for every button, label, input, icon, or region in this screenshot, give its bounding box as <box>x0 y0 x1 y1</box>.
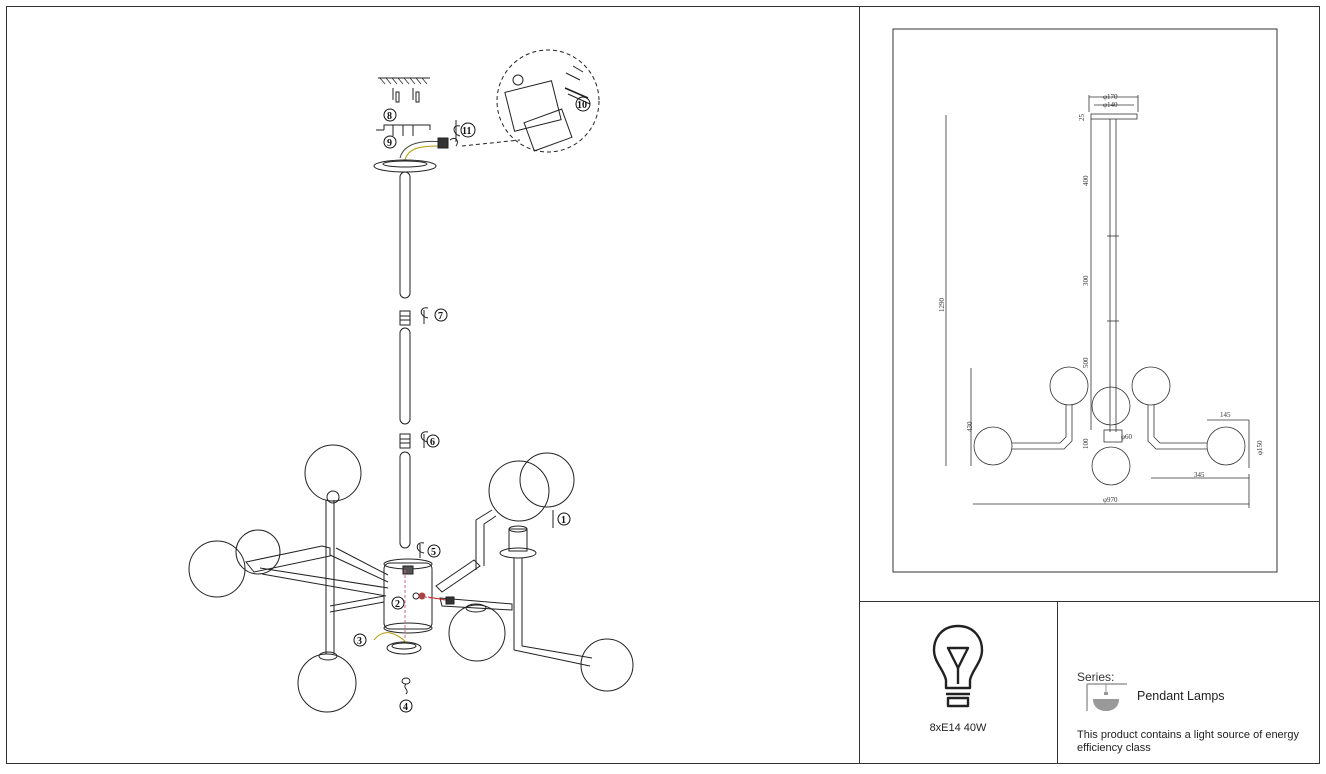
pendant-lamp-icon <box>1086 683 1127 711</box>
step-9: 9 <box>387 138 392 149</box>
divider-horizontal <box>859 601 1320 602</box>
dim-rod-mid: 300 <box>1082 275 1090 286</box>
dim-body-height: 430 <box>966 421 974 432</box>
step-11: 11 <box>462 126 471 137</box>
step-10: 10 <box>577 100 587 111</box>
dim-arm-short: 145 <box>1220 411 1231 419</box>
dim-rod-top: 400 <box>1082 175 1090 186</box>
dim-canopy-height: 25 <box>1078 114 1086 122</box>
step-1: 1 <box>561 515 566 526</box>
dim-total-height: 1290 <box>938 298 946 313</box>
dim-total-width: φ970 <box>1103 496 1118 504</box>
dim-rod-low: 500 <box>1082 357 1090 368</box>
sheet-frame <box>6 6 1320 764</box>
dimension-diagram: φ170 φ140 25 400 300 500 1290 430 100 φ6… <box>892 28 1278 573</box>
dim-hub-dia: φ60 <box>1121 433 1133 441</box>
divider-vertical <box>859 6 860 764</box>
dim-hub-drop: 100 <box>1082 438 1090 449</box>
assembly-diagram: 8 9 11 10 7 6 5 1 2 3 4 <box>188 49 634 713</box>
divider-info <box>1057 601 1058 764</box>
dim-globe-dia: φ150 <box>1256 440 1264 455</box>
step-7: 7 <box>438 311 443 322</box>
step-5: 5 <box>431 547 436 558</box>
bulb-spec: 8xE14 40W <box>929 722 987 734</box>
step-8: 8 <box>387 111 392 122</box>
step-6: 6 <box>430 437 435 448</box>
bulb-icon <box>932 624 984 708</box>
series-label: Series: <box>1077 670 1115 684</box>
dim-canopy-inner: φ140 <box>1103 101 1118 109</box>
dim-arm-long: 345 <box>1194 471 1205 479</box>
step-3: 3 <box>357 636 362 647</box>
step-2: 2 <box>395 599 400 610</box>
dim-canopy-outer: φ170 <box>1103 93 1118 101</box>
step-4: 4 <box>403 702 408 713</box>
energy-note: This product contains a light source of … <box>1077 729 1299 754</box>
series-name: Pendant Lamps <box>1137 689 1225 703</box>
